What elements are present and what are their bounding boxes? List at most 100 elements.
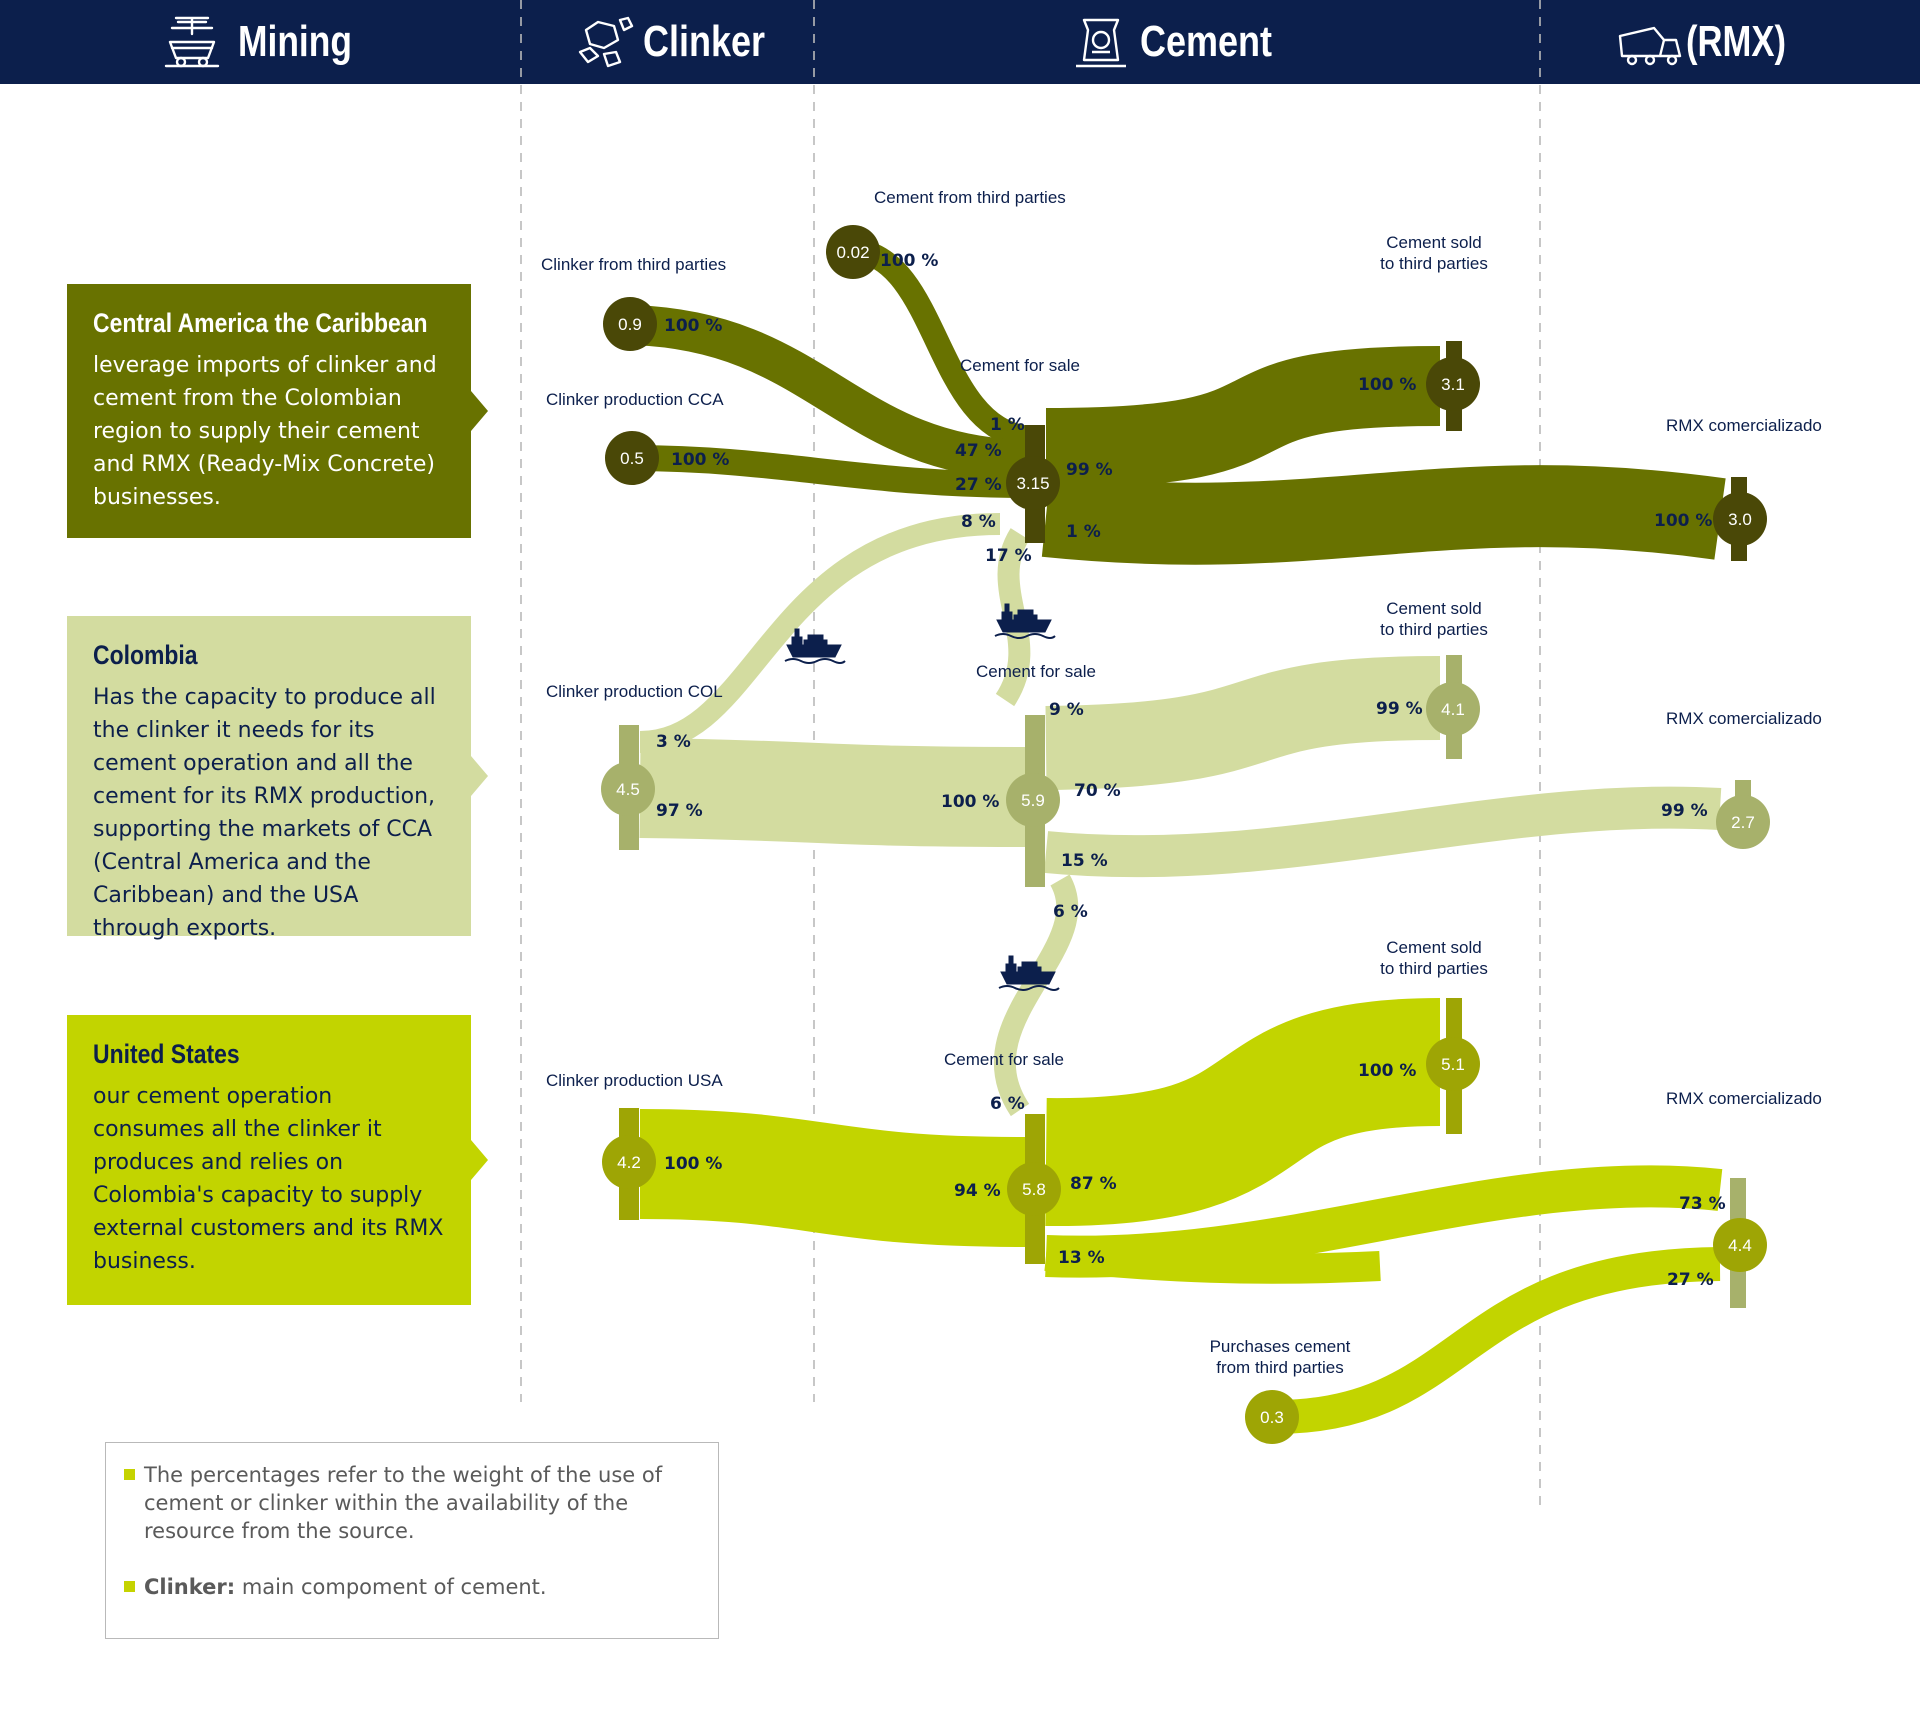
label-usa-clinker-prod: Clinker production USA [546,1071,723,1090]
header-stage-rmx: (RMX) [1686,17,1786,66]
ship-icon [998,955,1060,991]
pct-cca-out-sold: 99 % [1066,460,1113,480]
flow-cca-third-clinker [629,305,1031,480]
footnote-text-2: main compoment of cement. [235,1575,547,1599]
label-cca-clinker-third: Clinker from third parties [541,255,726,274]
header-stage-clinker: Clinker [643,17,765,66]
pct-cca-clinker-prod-out: 100 % [671,450,729,470]
node-value-usa-clinker-prod: 4.2 [617,1153,641,1172]
node-col-rmx [1716,795,1770,849]
node-value-col-cement-sale: 5.9 [1021,791,1045,810]
flow-cca-cement-to-rmx [1041,465,1726,565]
pct-col-clinker-out-export: 3 % [656,732,691,752]
node-usa-purchase [1245,1390,1299,1444]
pct-cca-in-third-cement: 1 % [990,415,1025,435]
clinker-rocks-icon [578,16,634,68]
label-cca-sold-line2: to third parties [1380,254,1488,273]
flow-cca-third-cement [852,238,1032,450]
region-box-col: Colombia Has the capacity to produce all… [67,616,471,941]
region-title-usa: United States [93,1039,240,1069]
node-usa-rmx [1713,1218,1767,1272]
footnote-note-percentages: The percentages refer to the weight of t… [124,1461,700,1545]
pct-cca-in-third-clinker: 47 % [955,441,1002,461]
node-col-clinker-prod [601,762,655,816]
label-usa-sold-line2: to third parties [1380,959,1488,978]
region-text-col: Has the capacity to produce all the clin… [93,685,436,941]
label-cca-clinker-prod: Clinker production CCA [546,390,724,409]
region-text-usa: our cement operation consumes all the cl… [93,1084,444,1274]
footnote-box: The percentages refer to the weight of t… [105,1442,719,1639]
pct-col-out-usa: 6 % [1053,902,1088,922]
bullet-square [124,1581,135,1592]
pct-cca-in-col: 8 % [961,512,996,532]
mining-cart-icon [164,16,220,68]
node-value-cca-cement-sale: 3.15 [1016,474,1049,493]
pct-cca-sold-in: 100 % [1358,375,1416,395]
footnote-note-clinker: Clinker: main compoment of cement. [124,1573,700,1601]
flow-col-clinker-to-cca [639,513,1001,753]
node-value-usa-cement-sale: 5.8 [1022,1180,1046,1199]
flow-col-cement-to-rmx [1043,786,1722,878]
ship-icon [784,628,846,664]
node-usa-cement-sale [1007,1162,1061,1216]
pct-usa-in-clinker: 94 % [954,1181,1001,1201]
label-col-cement-sale: Cement for sale [976,662,1096,681]
region-box-cca: Central America the Caribbean leverage i… [67,284,471,538]
node-col-cement-sale [1006,773,1060,827]
pct-usa-sold-in: 100 % [1358,1061,1416,1081]
region-title-col: Colombia [93,640,198,670]
flow-col-cement-to-sold [1045,656,1441,790]
flow-usa-clinker-to-cement [639,1109,1026,1247]
header-bar [0,0,1920,84]
pct-col-sold-in: 99 % [1376,699,1423,719]
pct-col-rmx-in: 99 % [1661,801,1708,821]
node-cca-cement-third [826,225,880,279]
pct-usa-clinker-out: 100 % [664,1154,722,1174]
node-usa-sold [1426,1037,1480,1091]
node-value-cca-sold: 3.1 [1441,375,1465,394]
label-cca-sold-line1: Cement sold [1386,233,1481,252]
node-value-cca-cement-third: 0.02 [836,243,869,262]
pct-col-clinker-out-cement: 97 % [656,801,703,821]
pct-col-cement-in: 100 % [941,792,999,812]
pct-usa-rmx-in-cement: 73 % [1679,1194,1726,1214]
node-value-col-rmx: 2.7 [1731,813,1755,832]
node-value-usa-purchase: 0.3 [1260,1408,1284,1427]
ship-icon [994,603,1056,639]
header-stage-mining: Mining [238,17,352,66]
flow-cca-cement-to-sold [1045,346,1441,488]
callout-pointer [471,391,488,431]
label-col-clinker-prod: Clinker production COL [546,682,723,701]
label-col-rmx: RMX comercializado [1666,709,1822,728]
label-usa-cement-sale: Cement for sale [944,1050,1064,1069]
node-value-cca-rmx: 3.0 [1728,510,1752,529]
cement-bag-icon [1076,18,1126,68]
bullet-square [124,1469,135,1480]
node-cca-cement-sale [1006,456,1060,510]
node-usa-clinker-prod [602,1135,656,1189]
node-value-usa-rmx: 4.4 [1728,1236,1752,1255]
flow-usa-cement-to-sold [1045,998,1441,1227]
region-box-usa: United States our cement operation consu… [67,1015,471,1305]
node-cca-clinker-third [603,297,657,351]
pct-usa-out-sold: 87 % [1070,1174,1117,1194]
node-value-col-clinker-prod: 4.5 [616,780,640,799]
label-usa-purchase-line2: from third parties [1216,1358,1344,1377]
node-value-usa-sold: 5.1 [1441,1055,1465,1074]
node-cca-sold [1426,357,1480,411]
pct-cca-in-usa-export: 17 % [985,546,1032,566]
pct-col-out-cca: 9 % [1049,700,1084,720]
pct-col-out-rmx: 15 % [1061,851,1108,871]
pct-cca-clinker-third-out: 100 % [664,316,722,336]
label-col-sold-line2: to third parties [1380,620,1488,639]
pct-cca-cement-third-out: 100 % [880,251,938,271]
callout-pointer [471,756,488,796]
pct-cca-out-rmx: 1 % [1066,522,1101,542]
mixer-truck-icon [1618,26,1682,66]
node-value-cca-clinker-third: 0.9 [618,315,642,334]
node-value-col-sold: 4.1 [1441,700,1465,719]
label-usa-sold-line1: Cement sold [1386,938,1481,957]
label-usa-purchase-line1: Purchases cement [1210,1337,1351,1356]
node-value-cca-clinker-prod: 0.5 [620,449,644,468]
label-cca-rmx: RMX comercializado [1666,416,1822,435]
